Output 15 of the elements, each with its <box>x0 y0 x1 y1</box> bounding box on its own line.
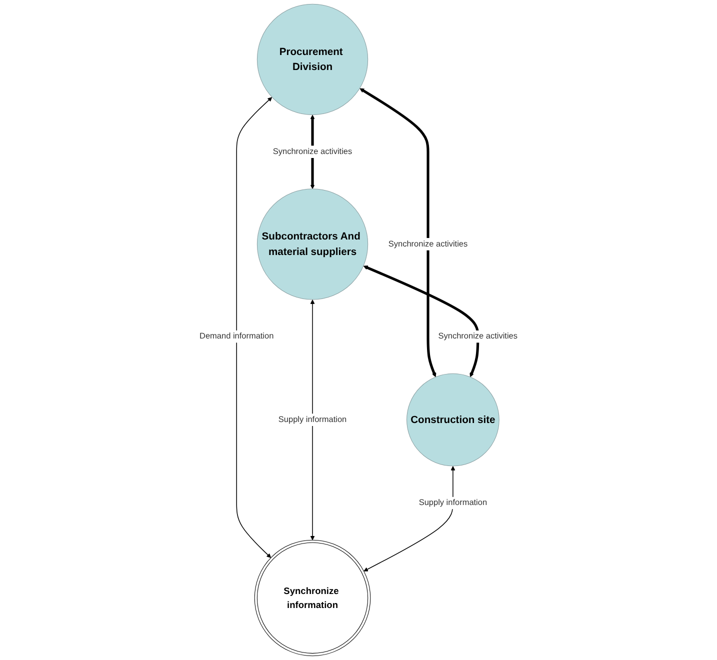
edge-label: Supply information <box>278 415 347 424</box>
arrow <box>363 266 480 378</box>
arrow <box>236 97 272 558</box>
edge-label: Synchronize activities <box>388 240 468 248</box>
edge-label: Synchronize activities <box>272 147 352 156</box>
arrow <box>310 300 315 540</box>
node-circle: Subcontractors And material suppliers <box>256 188 368 300</box>
node-circle: Procurement Division <box>256 4 368 116</box>
edge-label: Demand information <box>200 332 274 341</box>
arrow <box>360 88 436 378</box>
arrow <box>364 466 456 572</box>
node-circle: Synchronize information <box>254 540 371 656</box>
edge-label: Supply information <box>418 498 488 508</box>
node-circle: Construction site <box>406 373 500 466</box>
edge-label: Synchronize activities <box>438 332 518 341</box>
